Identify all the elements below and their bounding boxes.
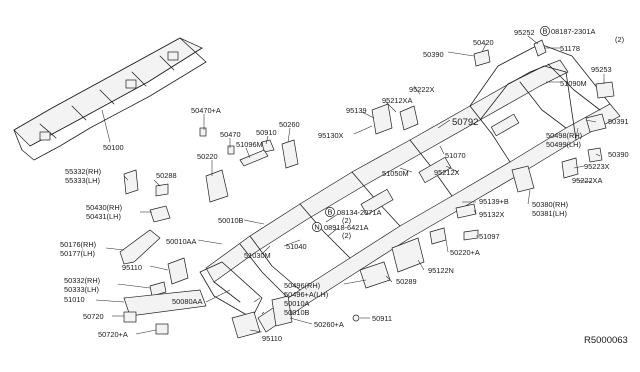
callout-50470[interactable]: 50470	[220, 130, 241, 139]
callout-95139-b[interactable]: 95139+B	[479, 197, 509, 206]
callout-50910[interactable]: 50910	[256, 128, 277, 137]
callout-08134-qty[interactable]: (2)	[342, 216, 351, 225]
callout-50792[interactable]: 50792	[452, 117, 478, 128]
callout-51040[interactable]: 51040	[286, 242, 307, 251]
callout-95222xa[interactable]: 95222XA	[572, 176, 602, 185]
callout-50499[interactable]: 50499(LH)	[546, 140, 581, 149]
callout-50289[interactable]: 50289	[396, 277, 417, 286]
callout-51090m[interactable]: 51090M	[560, 79, 587, 88]
callout-95253[interactable]: 95253	[591, 65, 612, 74]
callout-51096m[interactable]: 51096M	[236, 140, 263, 149]
callout-50496-rh[interactable]: 50496(RH)	[284, 281, 320, 290]
callout-50381[interactable]: 50381(LH)	[532, 209, 567, 218]
callout-50260[interactable]: 50260	[279, 120, 300, 129]
callout-50010b-lower[interactable]: 50010B	[284, 308, 310, 317]
main-frame-illustration	[199, 43, 621, 333]
callout-95139[interactable]: 95139	[346, 106, 367, 115]
callout-50177[interactable]: 50177(LH)	[60, 249, 95, 258]
callout-50010b[interactable]: 50010B	[218, 216, 244, 225]
callout-50176[interactable]: 50176(RH)	[60, 240, 96, 249]
callout-08187-2301a[interactable]: 08187-2301A	[551, 27, 595, 36]
callouts: 50100 50470+A 50470 51096M 50910 50260 5…	[60, 27, 629, 346]
callout-50260-a[interactable]: 50260+A	[314, 320, 344, 329]
callout-95222x[interactable]: 95222X	[409, 85, 435, 94]
callout-51178[interactable]: 51178	[560, 44, 580, 53]
callout-08918-6421a[interactable]: 08918-6421A	[324, 223, 368, 232]
callout-08187-qty[interactable]: (2)	[615, 35, 624, 44]
callout-50391[interactable]: 50391	[608, 117, 629, 126]
callout-50380[interactable]: 50380(RH)	[532, 200, 568, 209]
marker-letter: B	[328, 208, 333, 217]
callout-95110-lower[interactable]: 95110	[262, 334, 282, 343]
callout-08134-2071a[interactable]: 08134-2071A	[337, 208, 381, 217]
circle-marker-b-bolt: B	[540, 26, 550, 36]
callout-50911[interactable]: 50911	[372, 314, 392, 323]
callout-08918-qty[interactable]: (2)	[342, 231, 351, 240]
callout-95212xa[interactable]: 95212XA	[382, 96, 412, 105]
callout-50430[interactable]: 50430(RH)	[86, 203, 122, 212]
callout-50496-a-lh[interactable]: 50496+A(LH)	[284, 290, 328, 299]
callout-50288[interactable]: 50288	[156, 171, 177, 180]
callout-95252[interactable]: 95252	[514, 28, 535, 37]
callout-50080aa[interactable]: 50080AA	[172, 297, 202, 306]
callout-50332[interactable]: 50332(RH)	[64, 276, 100, 285]
callout-50390-side[interactable]: 50390	[608, 150, 629, 159]
marker-letter: N	[314, 223, 319, 232]
callout-50333[interactable]: 50333(LH)	[64, 285, 99, 294]
callout-51050m[interactable]: 51050M	[382, 169, 409, 178]
callout-50498[interactable]: 50498(RH)	[546, 131, 582, 140]
diagram-reference-code: R5000063	[584, 335, 628, 346]
part-shapes	[119, 39, 615, 339]
callout-50010a[interactable]: 50010A	[284, 299, 310, 308]
callout-95132x[interactable]: 95132X	[479, 210, 505, 219]
callout-95212x[interactable]: 95212X	[434, 168, 460, 177]
callout-51010[interactable]: 51010	[64, 295, 85, 304]
leader-lines	[95, 35, 605, 335]
overview-frame-illustration	[13, 37, 207, 161]
callout-51097[interactable]: 51097	[479, 232, 500, 241]
callout-95130x[interactable]: 95130X	[318, 131, 344, 140]
callout-50220[interactable]: 50220	[197, 152, 218, 161]
callout-50100[interactable]: 50100	[103, 143, 124, 152]
callout-95110-upper[interactable]: 95110	[122, 263, 142, 272]
circle-marker-b-bolt-front: B	[325, 207, 335, 217]
circle-marker-n-nut: N	[312, 222, 322, 232]
callout-51030m[interactable]: 51030M	[244, 251, 271, 260]
callout-51070[interactable]: 51070	[445, 151, 466, 160]
callout-50720-a[interactable]: 50720+A	[98, 330, 128, 339]
callout-50390-top[interactable]: 50390	[423, 50, 444, 59]
callout-50720[interactable]: 50720	[83, 312, 104, 321]
callout-50010aa[interactable]: 50010AA	[166, 237, 196, 246]
callout-95223x[interactable]: 95223X	[584, 162, 610, 171]
callout-95122n[interactable]: 95122N	[428, 266, 454, 275]
marker-letter: B	[543, 27, 548, 36]
callout-50420[interactable]: 50420	[473, 38, 494, 47]
callout-55333[interactable]: 55333(LH)	[65, 176, 100, 185]
callout-50431[interactable]: 50431(LH)	[86, 212, 121, 221]
callout-50220-a[interactable]: 50220+A	[450, 248, 480, 257]
callout-50470-a[interactable]: 50470+A	[191, 106, 221, 115]
callout-55332[interactable]: 55332(RH)	[65, 167, 101, 176]
